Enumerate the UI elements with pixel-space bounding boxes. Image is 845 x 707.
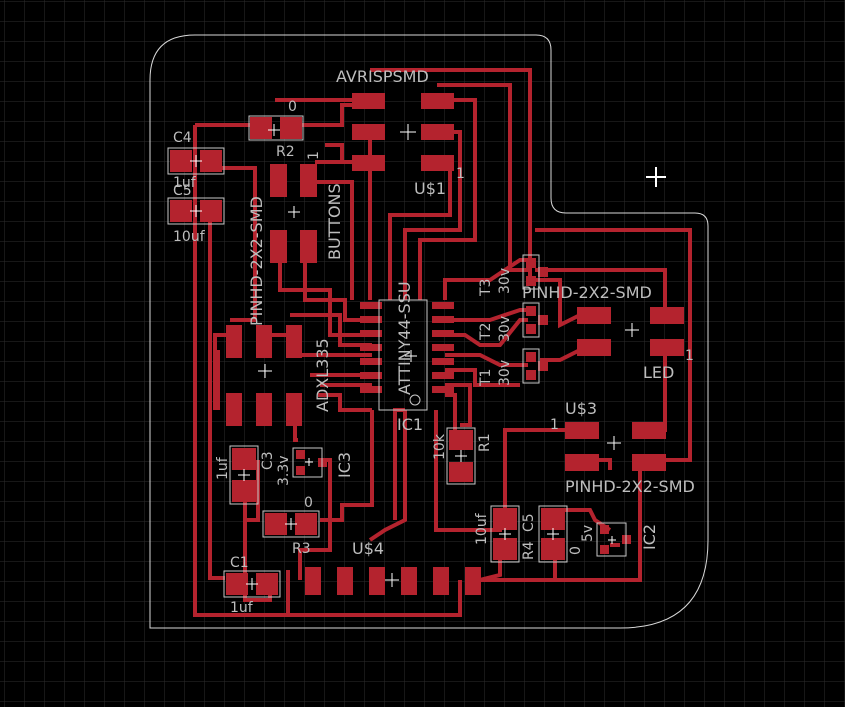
- label-c6-value: 10uf: [474, 512, 490, 545]
- copper-pads: [170, 93, 684, 595]
- label-t2-value: 30v: [497, 316, 513, 342]
- label-t3: T3: [478, 279, 494, 297]
- label-t2: T2: [478, 323, 494, 341]
- label-r2-value: 0: [288, 99, 297, 115]
- label-t3-value: 30v: [497, 268, 513, 294]
- label-c1: C1: [230, 555, 249, 571]
- label-c5-value: 10uf: [173, 229, 206, 245]
- component-labels: AVRISPSMD U$1 1 0 R2 1 C4 1uf C5 10uf PI…: [173, 67, 695, 616]
- label-r4: R4: [521, 541, 537, 560]
- silkscreen-outlines: [167, 115, 627, 598]
- label-pinhd-top: PINHD-2X2-SMD: [522, 283, 652, 302]
- crosshair-cursor-icon: [646, 167, 666, 187]
- label-us3: U$3: [565, 399, 597, 418]
- label-ic1: IC1: [397, 415, 423, 434]
- board-outline: [149, 34, 709, 629]
- label-us4: U$4: [352, 539, 384, 558]
- label-t1: T1: [478, 369, 494, 387]
- label-led: LED: [643, 363, 674, 382]
- label-us3-pin: 1: [550, 417, 559, 433]
- label-c4-value: 1uf: [173, 175, 197, 191]
- label-buttons: BUTTONS: [325, 183, 344, 260]
- label-c5: C5: [173, 183, 192, 199]
- label-c3: C3: [260, 451, 276, 470]
- label-c3-value: 1uf: [215, 456, 231, 480]
- label-r2-pin: 1: [306, 151, 322, 160]
- label-led-pin: 1: [685, 348, 694, 364]
- label-r3-value: 0: [304, 495, 313, 511]
- label-us1: U$1: [414, 179, 446, 198]
- label-pinhd-bottom: PINHD-2X2-SMD: [565, 477, 695, 496]
- label-ic2: IC2: [640, 524, 659, 550]
- label-r1-value: 10k: [432, 433, 448, 460]
- label-c4: C4: [173, 130, 192, 146]
- label-r3: R3: [292, 541, 311, 557]
- label-us1-pin: 1: [456, 166, 465, 182]
- label-pinhd-left: PINHD-2X2-SMD: [247, 196, 266, 326]
- label-r2: R2: [276, 144, 295, 160]
- component-origin-markers: [190, 124, 639, 590]
- label-ic3: IC3: [335, 452, 354, 478]
- label-c6: C5: [521, 513, 537, 532]
- label-t1-value: 30v: [497, 360, 513, 386]
- label-r4-value: 0: [568, 546, 584, 555]
- label-c3-volt: 3.3v: [276, 455, 292, 486]
- label-c1-value: 1uf: [230, 600, 254, 616]
- label-adxl: ADXL335: [313, 338, 332, 412]
- label-attiny: ATTINY44-SSU: [395, 281, 414, 395]
- label-avrispsmd: AVRISPSMD: [336, 67, 429, 86]
- label-r1: R1: [477, 433, 493, 452]
- label-ic2-volt: 5v: [580, 525, 596, 542]
